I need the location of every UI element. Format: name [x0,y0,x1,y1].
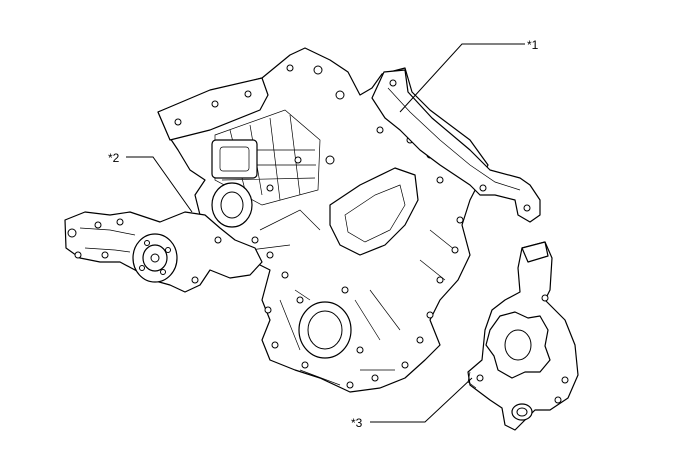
callout-label-1: *1 [527,38,539,52]
cover-bracket-part-1 [371,69,541,223]
oil-pump-part-3 [467,241,579,431]
water-pump-part-2 [64,211,263,293]
callout-leaders [126,43,525,423]
callout-label-3: *3 [351,416,363,430]
leader-line-1 [399,43,525,113]
callout-label-2: *2 [108,151,120,165]
leader-line-3 [370,377,473,423]
leader-line-2 [126,156,193,213]
